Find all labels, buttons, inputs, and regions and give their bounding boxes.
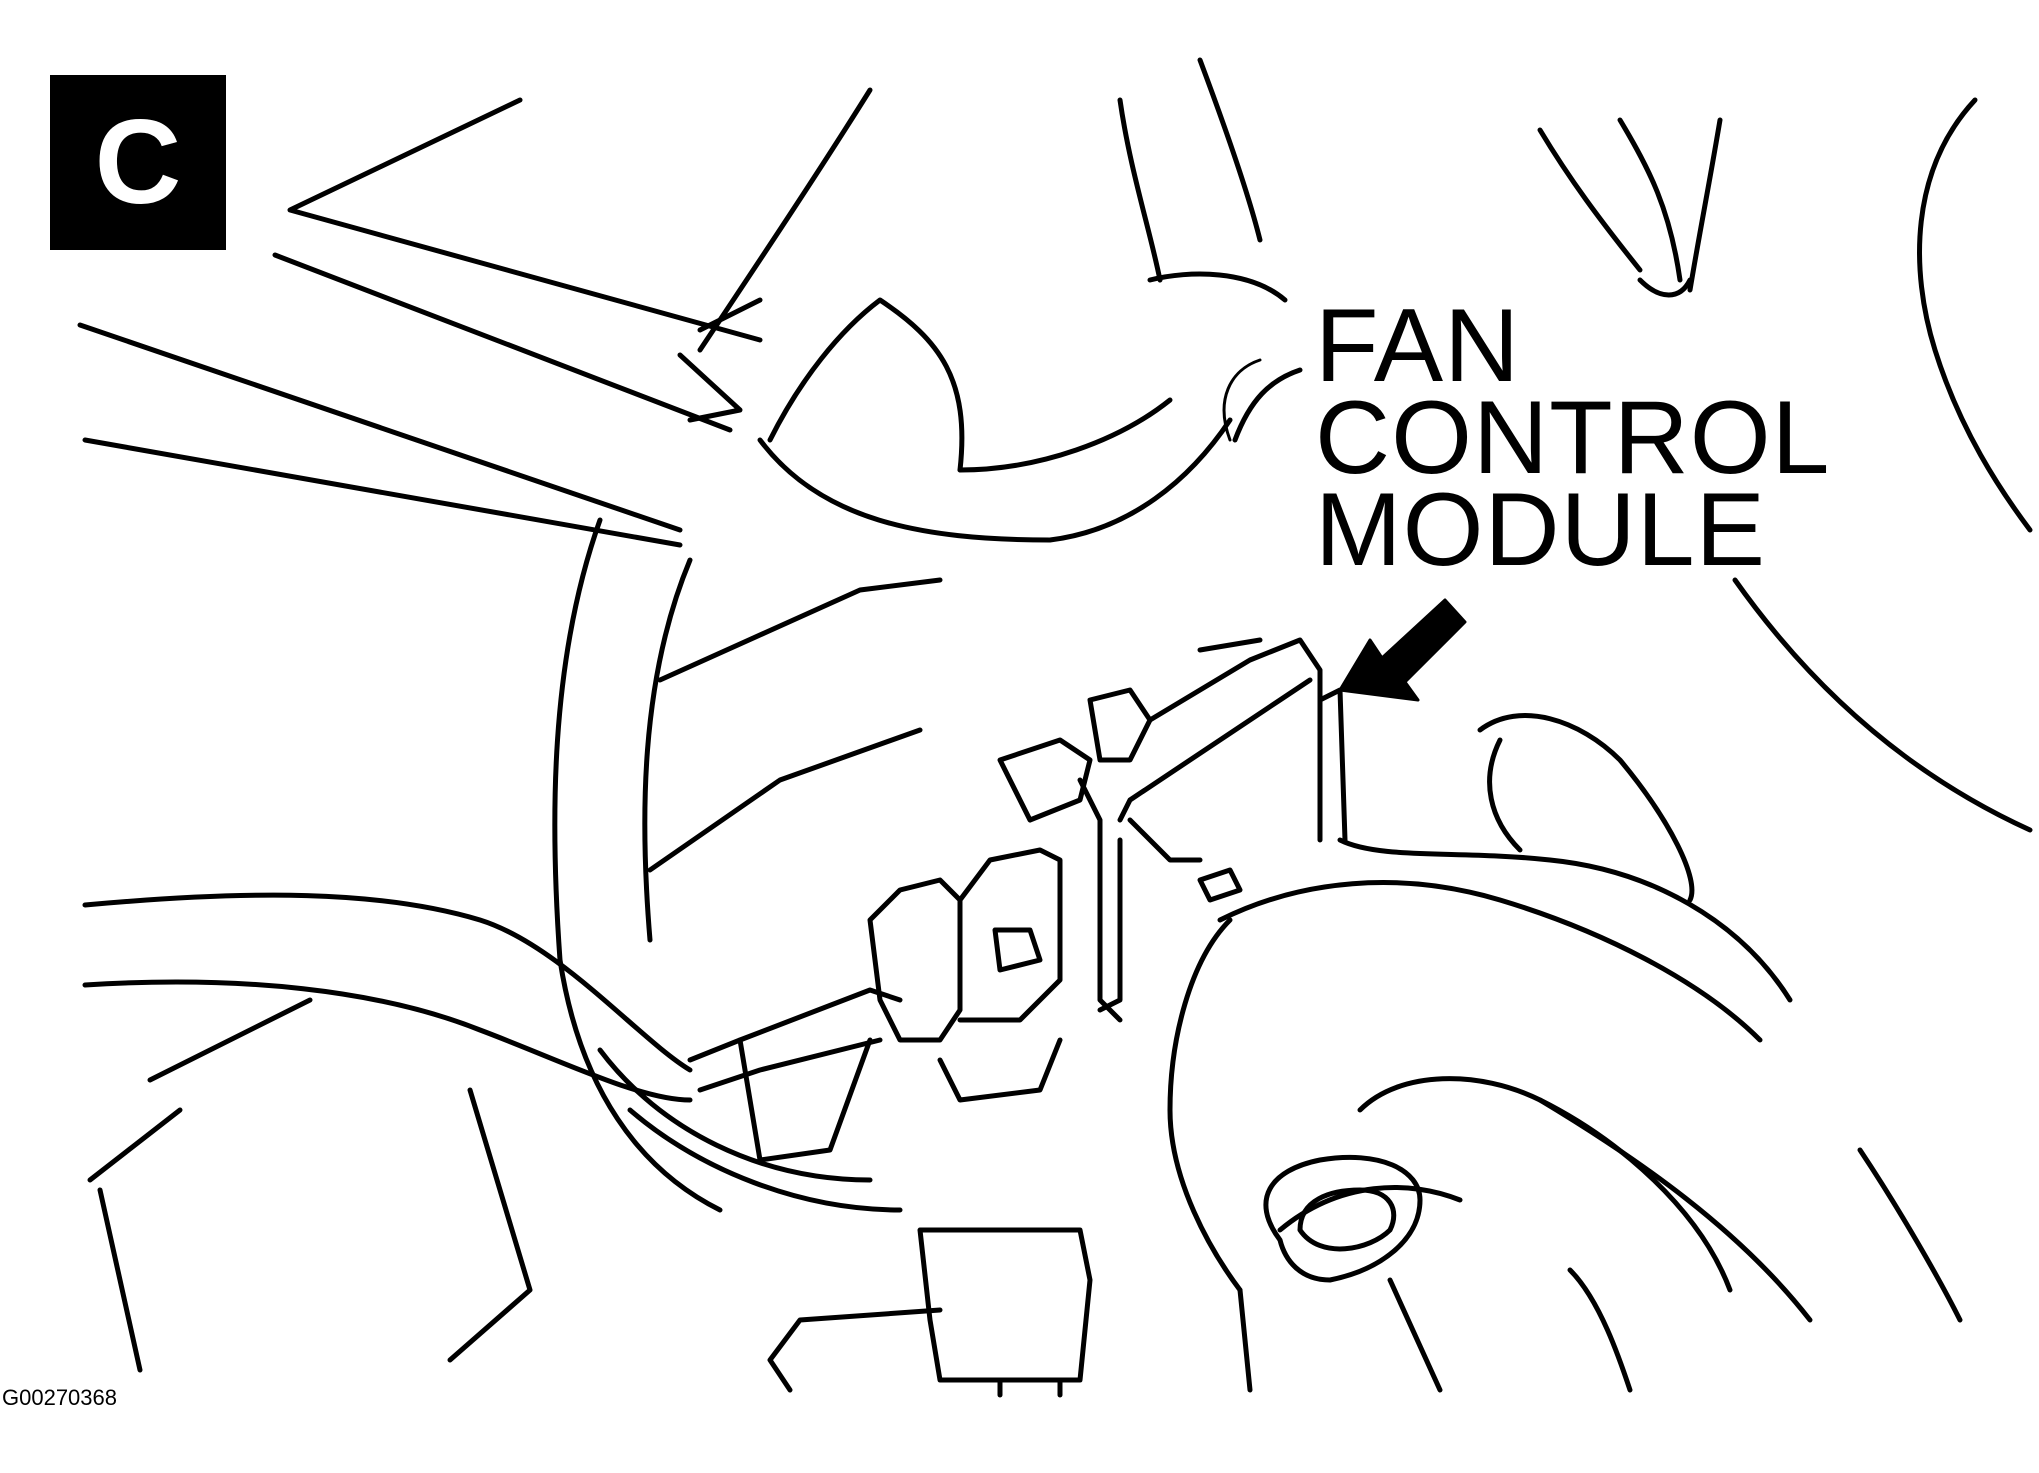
component-callout-label: FAN CONTROL MODULE <box>1315 288 1831 588</box>
step-badge-letter: C <box>94 95 182 229</box>
step-badge: C <box>50 75 226 250</box>
grommet-ring <box>1237 1154 1443 1393</box>
figure-id: G00270368 <box>2 1385 117 1410</box>
fan-shroud-curves <box>697 57 2033 833</box>
callout-line-3: MODULE <box>1315 472 1766 588</box>
callout-arrow <box>1222 358 1467 702</box>
callout-line-1: FAN <box>1315 288 1521 404</box>
right-housing <box>1167 713 1963 1393</box>
hose-left <box>82 892 693 1373</box>
fan-hub-ring <box>552 517 943 1213</box>
bottom-bracket <box>767 1227 1093 1398</box>
fan-control-module-body <box>1097 637 1348 1013</box>
upper-bracket-arms <box>77 97 763 548</box>
harness-connector <box>687 687 1153 1163</box>
callout-line-2: CONTROL <box>1315 380 1831 496</box>
